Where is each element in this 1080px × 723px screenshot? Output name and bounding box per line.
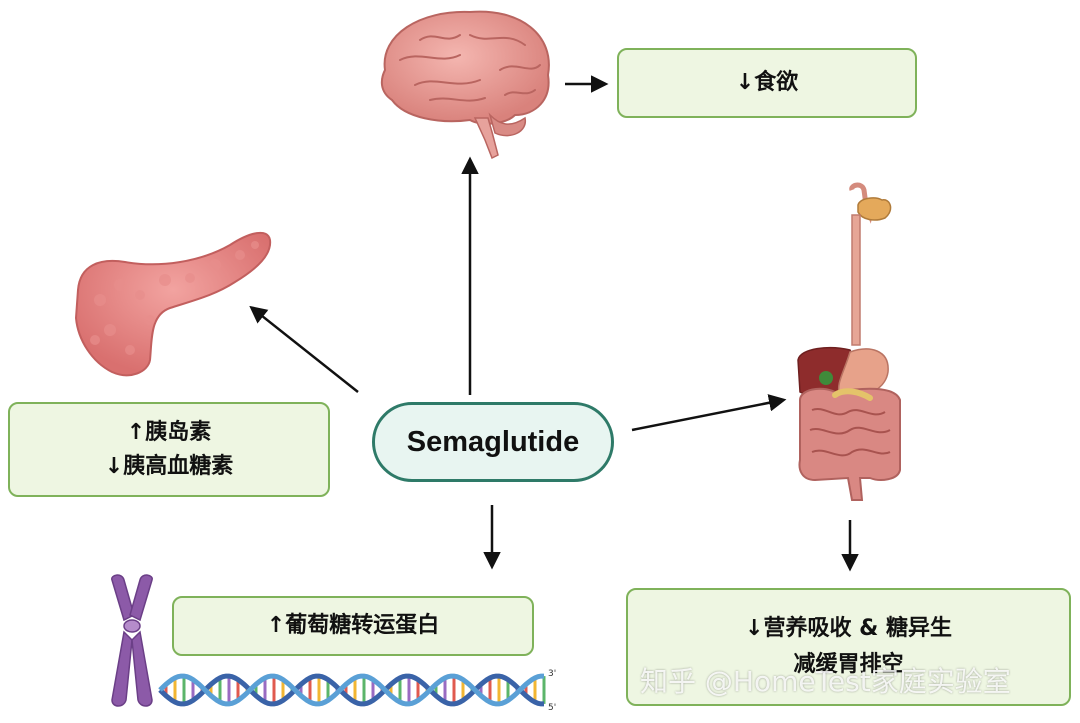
insulin-effect-text: ↑胰岛素 [126,419,212,445]
dna-label-bottom: 5' [548,703,556,713]
dna-helix-icon [158,673,546,707]
appetite-effect-text: ↓食欲 [735,70,799,95]
appetite-effect-box: ↓食欲 [617,48,917,118]
nutrient-absorption-text: ↓营养吸收 & 糖异生 [745,616,952,641]
arrows [249,75,859,572]
semaglutide-node: Semaglutide [372,402,614,482]
semaglutide-label: Semaglutide [406,425,580,458]
dna-label-top: 3' [548,669,556,679]
glucose-transporter-text: ↑葡萄糖转运蛋白 [266,613,440,638]
pancreas-icon [74,231,272,377]
glucagon-effect-text: ↓胰高血糖素 [104,453,234,479]
gut-effect-box: ↓营养吸收 & 糖异生 减缓胃排空 [626,588,1071,706]
pancreas-effect-box: ↑胰岛素 ↓胰高血糖素 [8,402,330,497]
arrow-to-pancreas [249,305,359,393]
brain-icon [380,10,550,160]
gastric-emptying-text: 减缓胃排空 [793,652,904,677]
digestive-system-icon [797,182,901,501]
arrow-to-gut [631,394,787,432]
glucose-transporter-box: ↑葡萄糖转运蛋白 [172,596,534,656]
watermark: 知乎 @HomeTest家庭实验室 [640,665,1011,698]
chromosome-icon [111,574,153,707]
